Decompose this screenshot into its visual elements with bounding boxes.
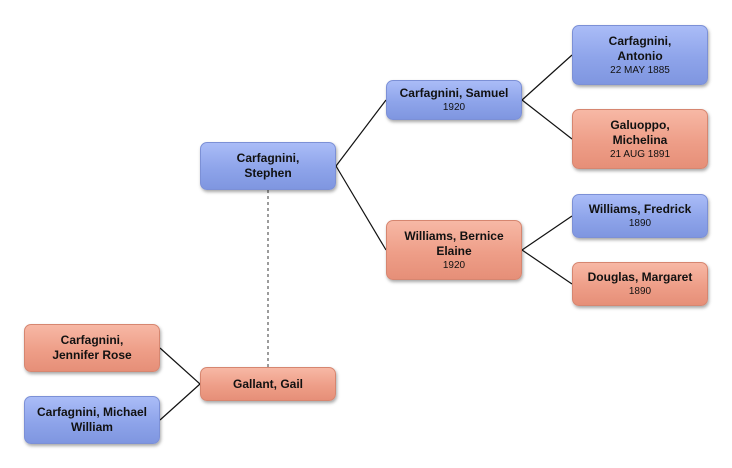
person-node-michael[interactable]: Carfagnini, Michael William	[24, 396, 160, 444]
link-samuel-antonio	[521, 54, 573, 101]
person-date: 22 MAY 1885	[610, 64, 670, 76]
person-name: Carfagnini, Antonio	[608, 33, 672, 63]
link-stephen-samuel	[335, 99, 387, 167]
person-date: 1920	[442, 102, 466, 113]
person-name: Galuoppo, Michelina	[610, 117, 670, 147]
person-node-stephen[interactable]: Carfagnini, Stephen	[200, 142, 336, 190]
person-node-gail[interactable]: Gallant, Gail	[200, 367, 336, 401]
person-date: 1890	[628, 286, 652, 297]
person-node-bernice[interactable]: Williams, Bernice Elaine 1920	[386, 220, 522, 280]
person-date: 21 AUG 1891	[609, 148, 671, 160]
link-bernice-fredrick	[521, 215, 573, 251]
link-gail-michael	[159, 383, 201, 421]
person-node-fredrick[interactable]: Williams, Fredrick 1890	[572, 194, 708, 238]
person-name: Carfagnini, Jennifer Rose	[52, 333, 132, 362]
link-bernice-margaret	[521, 249, 573, 285]
person-name: Williams, Fredrick	[588, 202, 692, 216]
person-name: Carfagnini, Samuel	[399, 86, 509, 100]
person-name: Carfagnini, Michael William	[36, 405, 148, 434]
person-name: Douglas, Margaret	[587, 270, 693, 284]
person-node-samuel[interactable]: Carfagnini, Samuel 1920	[386, 80, 522, 120]
link-samuel-michelina	[521, 99, 573, 140]
person-node-jennifer[interactable]: Carfagnini, Jennifer Rose	[24, 324, 160, 372]
person-node-margaret[interactable]: Douglas, Margaret 1890	[572, 262, 708, 306]
link-gail-jennifer	[159, 347, 201, 385]
person-node-antonio[interactable]: Carfagnini, Antonio 22 MAY 1885	[572, 25, 708, 85]
link-stephen-bernice	[335, 165, 387, 251]
person-name: Williams, Bernice Elaine	[404, 228, 504, 258]
person-node-michelina[interactable]: Galuoppo, Michelina 21 AUG 1891	[572, 109, 708, 169]
person-name: Gallant, Gail	[232, 376, 304, 391]
person-date: 1920	[442, 259, 466, 271]
person-date: 1890	[628, 218, 652, 229]
person-name: Carfagnini, Stephen	[236, 151, 300, 180]
